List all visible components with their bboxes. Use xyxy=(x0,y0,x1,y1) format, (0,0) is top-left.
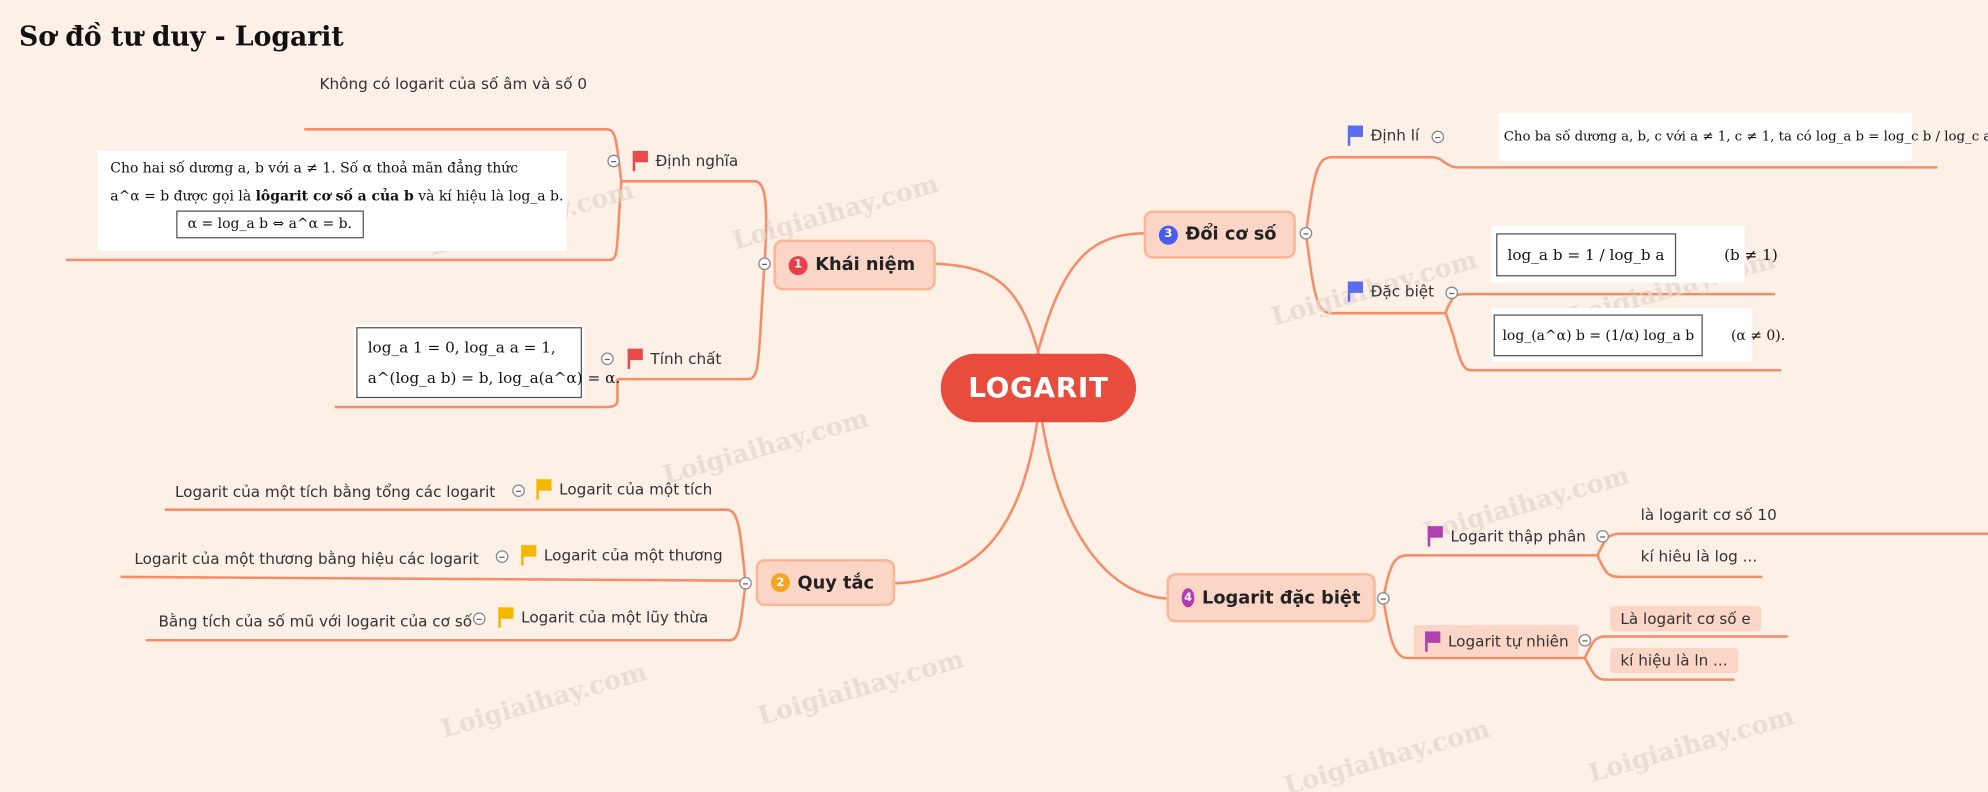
flag-icon xyxy=(1347,125,1365,146)
collapse-toggle[interactable] xyxy=(739,576,752,590)
collapse-toggle[interactable] xyxy=(1445,286,1459,300)
special-formula-1-image: log_a b = 1 / log_b a (b ≠ 1) xyxy=(1491,225,1778,283)
subtopic-dinh-li[interactable]: Định lí xyxy=(1347,125,1420,146)
collapse-toggle[interactable] xyxy=(1596,529,1609,543)
branch-doi-co-so xyxy=(1035,232,1144,356)
flag-icon xyxy=(497,607,515,628)
leaf-item[interactable]: kí hiệu là ln ... xyxy=(1610,647,1738,674)
leaf-item[interactable]: là logarit cơ số 10 xyxy=(1640,505,1777,524)
subtopic-power[interactable]: Logarit của một lũy thừa xyxy=(497,607,709,628)
flag-icon xyxy=(520,545,538,566)
formula-text: và kí hiệu là log_a b. xyxy=(413,187,564,205)
topic-label: Quy tắc xyxy=(797,572,874,593)
subtopic-logarit-tu-nhien[interactable]: Logarit tự nhiên xyxy=(1413,625,1579,657)
page-title: Sơ đồ tư duy - Logarit xyxy=(19,20,344,52)
formula-boxed: log_(a^α) b = (1/α) log_a b xyxy=(1493,313,1704,356)
subtopic-tinh-chat[interactable]: Tính chất xyxy=(626,348,722,369)
flag-icon xyxy=(1347,281,1365,302)
branch-khai-niem xyxy=(935,262,1041,358)
formula-line: a^α = b được gọi là lôgarit cơ số a của … xyxy=(110,183,563,211)
collapse-toggle[interactable] xyxy=(607,154,621,168)
topic-logarit-dac-biet[interactable]: 4 Logarit đặc biệt xyxy=(1166,573,1376,623)
collapse-toggle[interactable] xyxy=(512,484,525,498)
note-khong-co-logarit[interactable]: Không có logarit của số âm và số 0 xyxy=(319,74,588,93)
note-product[interactable]: Logarit của một tích bằng tổng các logar… xyxy=(174,483,496,501)
formula-boxed: α = log_a b ⇔ a^α = b. xyxy=(176,210,364,239)
subtopic-label: Định lí xyxy=(1370,126,1420,145)
topic-number-badge: 1 xyxy=(788,255,808,275)
change-of-base-formula-image: Cho ba số dương a, b, c với a ≠ 1, c ≠ 1… xyxy=(1498,112,1988,162)
subtopic-label: Logarit của một tích xyxy=(559,480,713,499)
flag-icon xyxy=(1424,630,1442,652)
collapse-toggle[interactable] xyxy=(758,257,771,271)
branch-logarit-dac-biet xyxy=(1040,422,1167,600)
collapse-toggle[interactable] xyxy=(472,612,486,626)
branch-quy-tac xyxy=(895,422,1039,585)
subtopic-label: Logarit thập phân xyxy=(1450,527,1586,546)
subtopic-dinh-nghia[interactable]: Định nghĩa xyxy=(631,150,739,172)
subtopic-dac-biet[interactable]: Đặc biệt xyxy=(1347,281,1435,302)
subtopic-product[interactable]: Logarit của một tích xyxy=(535,479,713,500)
special-formula-2-image: log_(a^α) b = (1/α) log_a b (α ≠ 0). xyxy=(1491,308,1785,362)
topic-number-badge: 3 xyxy=(1158,225,1178,245)
subtopic-quotient[interactable]: Logarit của một thương xyxy=(520,545,723,566)
collapse-toggle[interactable] xyxy=(1299,226,1313,240)
formula-line: Cho hai số dương a, b với a ≠ 1. Số α th… xyxy=(110,159,519,177)
formula-line: a^(log_a b) = b, log_a(a^α) = α. xyxy=(367,368,621,387)
leaf-item[interactable]: Là logarit cơ số e xyxy=(1610,606,1761,632)
formula-boxed: log_a 1 = 0, log_a a = 1, a^(log_a b) = … xyxy=(356,327,621,399)
properties-formula-image: log_a 1 = 0, log_a a = 1, a^(log_a b) = … xyxy=(353,324,621,400)
flag-icon xyxy=(626,348,644,369)
formula-boxed: log_a b = 1 / log_b a xyxy=(1496,232,1676,276)
topic-khai-niem[interactable]: 1 Khái niệm xyxy=(773,239,936,291)
formula-text: a^α = b được gọi là xyxy=(110,187,256,205)
subtopic-label: Định nghĩa xyxy=(655,152,739,170)
subtopic-label: Logarit của một thương xyxy=(543,546,723,565)
subtopic-label: Logarit của một lũy thừa xyxy=(521,608,709,627)
central-topic[interactable]: LOGARIT xyxy=(940,353,1137,423)
formula-bold: lôgarit cơ số a của b xyxy=(255,187,414,205)
topic-label: Khái niệm xyxy=(815,254,916,276)
subtopic-label: Logarit tự nhiên xyxy=(1447,632,1569,650)
flag-icon xyxy=(535,479,553,500)
topic-label: Logarit đặc biệt xyxy=(1202,587,1361,608)
subtopic-logarit-thap-phan[interactable]: Logarit thập phân xyxy=(1426,526,1586,547)
topic-label: Đổi cơ số xyxy=(1185,224,1277,245)
definition-formula-image: Cho hai số dương a, b với a ≠ 1. Số α th… xyxy=(97,150,567,252)
flag-icon xyxy=(1426,526,1444,547)
collapse-toggle[interactable] xyxy=(1431,130,1445,144)
note-power[interactable]: Bằng tích của số mũ với logarit của cơ s… xyxy=(158,612,473,631)
topic-number-badge: 4 xyxy=(1181,588,1195,608)
topic-quy-tac[interactable]: 2 Quy tắc xyxy=(755,559,896,607)
collapse-toggle[interactable] xyxy=(1578,633,1592,647)
formula-condition: (b ≠ 1) xyxy=(1724,245,1778,264)
formula-condition: (α ≠ 0). xyxy=(1730,326,1786,343)
flag-icon xyxy=(631,150,649,172)
collapse-toggle[interactable] xyxy=(495,550,509,563)
subtopic-label: Tính chất xyxy=(650,349,722,368)
note-quotient[interactable]: Logarit của một thương bằng hiệu các log… xyxy=(134,550,479,569)
topic-doi-co-so[interactable]: 3 Đổi cơ số xyxy=(1143,210,1296,259)
formula-line: log_a 1 = 0, log_a a = 1, xyxy=(367,338,556,357)
collapse-toggle[interactable] xyxy=(600,352,614,366)
collapse-toggle[interactable] xyxy=(1376,592,1390,605)
leaf-item[interactable]: kí hiêu là log ... xyxy=(1640,547,1758,566)
subtopic-label: Đặc biệt xyxy=(1370,282,1435,301)
topic-number-badge: 2 xyxy=(770,573,790,593)
